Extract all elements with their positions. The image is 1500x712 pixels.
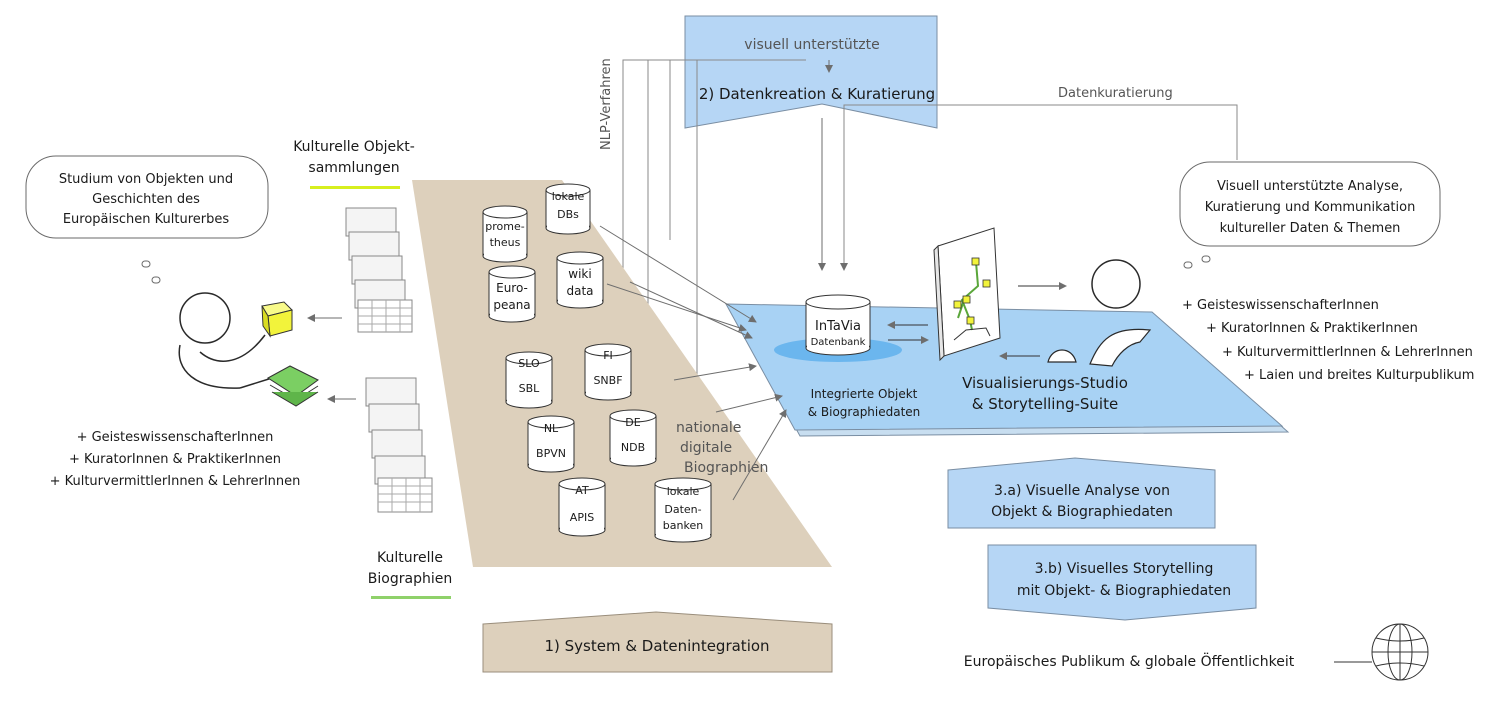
nlp-label: NLP-Verfahren xyxy=(599,58,614,150)
bubble-right-line3: kultureller Daten & Themen xyxy=(1220,221,1401,236)
bubble-dot xyxy=(1183,261,1193,269)
box-1-label: 1) System & Datenintegration xyxy=(544,637,769,655)
db-at-l2: APIS xyxy=(570,511,594,524)
right-users-line1: + GeisteswissenschafterInnen xyxy=(1182,298,1379,313)
db-lokale-datenbanken-l2: Daten- xyxy=(664,503,701,516)
nationale-line3: Biographien xyxy=(684,460,768,476)
db-fi-l2: SNBF xyxy=(593,374,622,387)
datenkuratierung-label: Datenkuratierung xyxy=(1058,86,1173,101)
person-right-body xyxy=(1089,328,1152,367)
person-right-head xyxy=(1091,259,1141,309)
integration-arrows xyxy=(599,225,787,501)
thought-bubble-left xyxy=(25,155,269,239)
db-de-l2: NDB xyxy=(621,441,645,454)
book-icon xyxy=(267,365,319,407)
bubble-right-line2: Kuratierung und Kommunikation xyxy=(1205,200,1416,215)
db-at-icon xyxy=(558,477,606,537)
objects-underline xyxy=(310,186,400,189)
box-1 xyxy=(482,611,833,673)
db-nl-l1: NL xyxy=(544,422,559,435)
db-group: lokale DBs prome- theus Euro- peana wiki xyxy=(482,183,712,543)
box-3a-l2: Objekt & Biographiedaten xyxy=(991,504,1173,520)
db-nl-l2: BPVN xyxy=(536,447,566,460)
biography-sheets xyxy=(365,377,433,513)
studio-l1: Visualisierungs-Studio xyxy=(962,374,1128,392)
cube-icon xyxy=(261,301,293,338)
box-3b-l1: 3.b) Visuelles Storytelling xyxy=(1035,561,1214,577)
db-prometheus-l2: theus xyxy=(490,236,521,249)
db-slo-icon xyxy=(505,351,553,409)
box-3a-l1: 3.a) Visuelle Analyse von xyxy=(994,483,1170,499)
person-left-icon xyxy=(178,292,273,389)
studio-l2: & Storytelling-Suite xyxy=(972,395,1118,413)
box-3b-l2: mit Objekt- & Biographiedaten xyxy=(1017,583,1231,599)
db-wikidata-l2: data xyxy=(566,284,593,298)
db-de-icon xyxy=(609,409,657,467)
objects-label-line1: Kulturelle Objekt- xyxy=(293,139,415,155)
objects-label-line2: sammlungen xyxy=(308,160,399,176)
globe-icon xyxy=(1371,623,1429,681)
datenkreation-panel xyxy=(684,15,938,129)
db-prometheus-l1: prome- xyxy=(485,220,524,233)
box-3a xyxy=(947,457,1216,529)
db-lokale-dbs-l2: DBs xyxy=(557,208,579,221)
db-de-l1: DE xyxy=(625,416,640,429)
box-3b xyxy=(987,544,1257,621)
db-europeana-l2: peana xyxy=(493,298,530,312)
db-wikidata-icon xyxy=(556,251,604,309)
right-users-line4: + Laien und breites Kulturpublikum xyxy=(1244,368,1474,383)
publikum-label: Europäisches Publikum & globale Öffentli… xyxy=(964,652,1295,670)
bubble-left-line3: Europäischen Kulturerbes xyxy=(63,212,230,227)
right-users-line3: + KulturvermittlerInnen & LehrerInnen xyxy=(1222,345,1473,360)
db-fi-l1: FI xyxy=(603,349,613,362)
bio-underline xyxy=(371,596,451,599)
db-lokale-dbs-l1: lokale xyxy=(552,190,585,203)
integrierte-l2: & Biographiedaten xyxy=(808,405,921,419)
thought-bubble-right xyxy=(1179,161,1441,247)
db-lokale-datenbanken-icon xyxy=(654,477,712,543)
bio-label-line1: Kulturelle xyxy=(377,550,443,566)
db-nl-icon xyxy=(527,415,575,473)
left-users-line2: + KuratorInnen & PraktikerInnen xyxy=(69,452,281,467)
db-slo-l2: SBL xyxy=(519,382,541,395)
panel-top-label: visuell unterstützte xyxy=(744,37,879,53)
bubble-left-line1: Studium von Objekten und xyxy=(59,172,233,187)
studio-board-icon xyxy=(933,227,1001,362)
intavia-db-icon xyxy=(805,294,871,356)
db-prometheus-icon xyxy=(482,205,528,263)
left-users-line1: + GeisteswissenschafterInnen xyxy=(77,430,274,445)
db-lokale-datenbanken-l1: lokale xyxy=(667,485,700,498)
db-europeana-icon xyxy=(488,265,536,323)
intavia-l1: InTaVia xyxy=(815,319,861,334)
curation-connector xyxy=(840,104,1238,271)
panel-main-label: 2) Datenkreation & Kuratierung xyxy=(699,85,935,103)
db-lokale-dbs-icon xyxy=(545,183,591,235)
intavia-l2: Datenbank xyxy=(811,337,866,348)
db-wikidata-l1: wiki xyxy=(568,267,591,281)
db-slo-l1: SLO xyxy=(518,357,540,370)
nationale-line1: nationale xyxy=(676,420,741,436)
db-lokale-datenbanken-l3: banken xyxy=(663,519,703,532)
bubble-right-line1: Visuell unterstützte Analyse, xyxy=(1217,179,1403,194)
right-users-line2: + KuratorInnen & PraktikerInnen xyxy=(1206,321,1418,336)
bubble-dot xyxy=(141,260,151,268)
bio-label-line2: Biographien xyxy=(368,571,452,587)
bubble-dot xyxy=(1201,255,1211,263)
bubble-left-line2: Geschichten des xyxy=(92,192,200,207)
bubble-dot xyxy=(151,276,161,284)
left-users-line3: + KulturvermittlerInnen & LehrerInnen xyxy=(50,474,301,489)
nationale-line2: digitale xyxy=(680,440,732,456)
db-europeana-l1: Euro- xyxy=(496,281,528,295)
db-at-l1: AT xyxy=(575,484,589,497)
person-right-arm xyxy=(1047,349,1077,363)
integrierte-l1: Integrierte Objekt xyxy=(811,387,918,401)
object-collection-sheets xyxy=(345,207,413,333)
db-fi-icon xyxy=(584,343,632,401)
